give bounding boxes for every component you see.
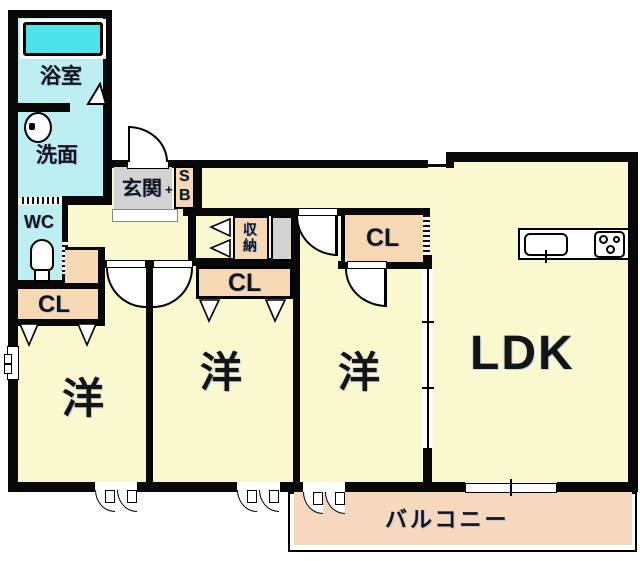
bedroom1-label: 洋 (62, 375, 105, 422)
closet1-upper (65, 250, 98, 289)
washbasin (24, 112, 52, 143)
room1-window-leaf-b (127, 490, 137, 503)
entrance-door-arc (128, 126, 168, 162)
entrance-step (112, 209, 178, 222)
wall-bottom-3 (280, 482, 303, 492)
partition-tick-1 (422, 321, 434, 323)
room3-window-leaf-a (313, 492, 323, 505)
room3-window-leaf-b (335, 492, 345, 505)
wall-room1-room2 (146, 260, 153, 482)
stove-burner-2 (613, 236, 620, 243)
wall-ldk-step (446, 152, 454, 168)
room1-window-leaf-a (105, 490, 115, 503)
bathtub (23, 22, 103, 56)
left-wall-window-sash-b (4, 364, 12, 374)
wall-closet1-right (98, 247, 105, 325)
storage-box (233, 216, 269, 261)
toilet-bowl (34, 269, 50, 282)
closet2-box (196, 266, 293, 299)
stove-burner-3 (606, 245, 615, 254)
wall-bath-bottom (18, 103, 70, 112)
room1-door-leaf (106, 260, 146, 268)
wall-left-lower (8, 380, 18, 490)
storage-gray-block (271, 216, 293, 261)
wall-closet1-bottom (18, 319, 105, 326)
balcony-floor (294, 492, 632, 545)
wall-corridor-top-b (168, 160, 428, 168)
wall-bottom-4 (345, 482, 465, 492)
shoe-box-label-s: S (179, 168, 190, 185)
room2-window-leaf-a (247, 490, 257, 503)
wall-ldk-top (446, 152, 638, 162)
washroom-sliding-door (22, 197, 62, 204)
kitchen-faucet (545, 250, 547, 263)
closet3-label: CL (366, 224, 400, 252)
wall-wc-right-a (62, 205, 68, 240)
closet3-door-leaf (347, 261, 387, 269)
wall-right (628, 152, 638, 492)
wall-bottom-1 (8, 482, 95, 492)
closet2-label: CL (228, 269, 262, 297)
wall-mid-c (193, 258, 293, 266)
room3-door-leaf (298, 208, 338, 216)
wall-corridor-top-thin (428, 164, 447, 167)
wall-closet1-upper-top (65, 247, 98, 250)
balcony-sliding-tick (510, 479, 512, 496)
wall-corridor-bottom-a (183, 208, 298, 216)
shoe-box-label-b: B (179, 187, 191, 204)
balcony-label: バルコニー (385, 507, 510, 532)
wall-sb-right (195, 167, 202, 216)
wall-top-bath (8, 10, 112, 18)
room2-door-leaf (153, 260, 193, 268)
wall-partition-bottom (423, 448, 432, 482)
entrance-floor (114, 167, 172, 210)
wc-label: WC (24, 212, 54, 232)
bathroom-label: 浴室 (40, 65, 82, 88)
wall-closet1-top (18, 283, 98, 289)
wall-room2-room3 (293, 208, 300, 482)
wall-bottom-2 (137, 482, 237, 492)
wall-left-upper (8, 10, 18, 346)
ldk-floor-strip (447, 162, 628, 170)
closet1-label: CL (38, 291, 70, 318)
ldk-label: LDK (470, 327, 575, 380)
bedroom3-label: 洋 (338, 349, 381, 396)
wall-corridor-bottom-b (338, 208, 430, 216)
closet1-main (18, 289, 105, 319)
storage-label: 収納 (242, 222, 258, 254)
toilet-tank (30, 239, 54, 271)
wall-cl3-bottom-b (387, 261, 430, 269)
washroom-label: 洗面 (36, 144, 78, 167)
wall-washroom-bottom (62, 196, 112, 205)
kitchen-stove (594, 231, 625, 258)
wall-corridor-top-a (103, 160, 128, 168)
wall-bottom-5 (557, 482, 638, 492)
wall-bath-right (103, 10, 112, 205)
washbasin-faucet (29, 123, 35, 130)
left-wall-window-sash-a (4, 354, 12, 364)
wall-cl3-bottom-a (338, 261, 347, 269)
entrance-plus-mark: + (165, 182, 173, 197)
entrance-label: 玄関 (122, 178, 162, 200)
stove-burner-1 (599, 235, 608, 244)
room2-window-leaf-b (269, 490, 279, 503)
partition-tick-2 (422, 387, 434, 389)
wall-closet3-corner (423, 255, 432, 269)
partition-line (427, 269, 429, 448)
closet3-open-edge (423, 215, 430, 255)
closet3-box (341, 215, 423, 262)
bedroom2-label: 洋 (200, 349, 243, 396)
wall-storage-left (188, 208, 196, 262)
wall-mid-a (98, 260, 106, 268)
shoe-box (174, 166, 195, 209)
